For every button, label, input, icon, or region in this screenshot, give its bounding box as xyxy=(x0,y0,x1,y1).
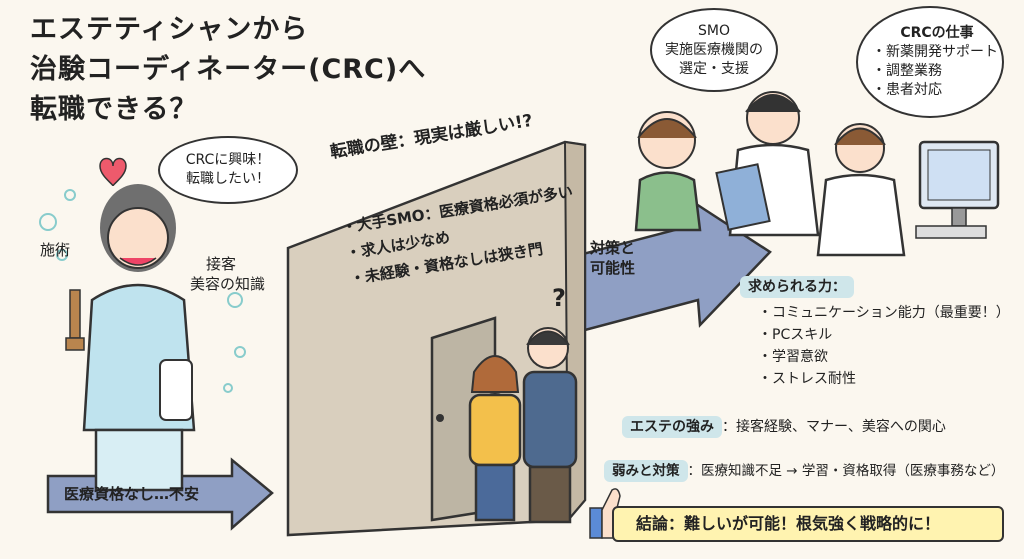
title-line-2: 治験コーディネーター(CRC)へ xyxy=(30,54,427,85)
smo-staff-figures xyxy=(634,91,906,257)
interest-bubble-line-1: CRCに興味！ xyxy=(185,152,271,168)
skill-label-beauty-knowledge: 美容の知識 xyxy=(190,275,266,293)
esthetician-figure xyxy=(65,184,196,492)
strength-text: ：接客経験、マナー、美容への関心 xyxy=(722,419,946,435)
required-skill-4: ・ストレス耐性 xyxy=(758,371,856,387)
smo-bubble-line-2: 選定・支援 xyxy=(679,60,749,77)
conclusion-banner: 結論：難しいが可能！根気強く戦略的に！ xyxy=(612,506,1004,542)
skill-label-treatment: 施術 xyxy=(40,241,71,259)
interest-bubble-line-2: 転職したい！ xyxy=(186,171,270,187)
weakness-text: ：医療知識不足 → 学習・資格取得（医療事務など） xyxy=(687,463,1005,479)
required-skills-title: 求められる力： xyxy=(740,276,854,298)
title-line-1: エステティシャンから xyxy=(30,14,309,45)
couple-figures xyxy=(468,327,578,524)
crc-bubble-item-1: ・新薬開発サポート xyxy=(872,44,998,60)
smo-bubble-line-1: 実施医療機関の xyxy=(665,41,763,58)
crc-speech-bubble: CRCの仕事 ・新薬開発サポート ・調整業務 ・患者対応 xyxy=(856,6,1004,118)
arrow-label: 対策と 可能性 xyxy=(590,238,635,278)
heart-icon xyxy=(99,157,127,187)
anxiety-arrow-label: 医療資格なし…不安 xyxy=(64,485,200,503)
required-skills: 求められる力： ・コミュニケーション能力（最重要！） ・PCスキル ・学習意欲 … xyxy=(740,276,1020,390)
title-line-3: 転職できる？ xyxy=(30,94,198,125)
crc-bubble-item-2: ・調整業務 xyxy=(872,63,942,79)
question-mark: ? xyxy=(552,284,566,312)
page-title: エステティシャンから 治験コーディネーター(CRC)へ 転職できる？ xyxy=(30,10,426,130)
strength-tag: エステの強み xyxy=(622,416,722,438)
weakness-tag: 弱みと対策 xyxy=(604,460,688,482)
strength-row: エステの強み：接客経験、マナー、美容への関心 xyxy=(622,416,946,438)
required-skill-1: ・コミュニケーション能力（最重要！） xyxy=(758,305,1010,321)
required-skill-3: ・学習意欲 xyxy=(758,349,828,365)
interest-speech-bubble: CRCに興味！ 転職したい！ xyxy=(158,136,298,204)
arrow-label-line-2: 可能性 xyxy=(590,259,636,277)
smo-bubble-title: SMO xyxy=(698,22,730,39)
required-skill-2: ・PCスキル xyxy=(758,327,833,343)
arrow-label-line-1: 対策と xyxy=(590,239,636,257)
computer-icon xyxy=(915,140,1000,239)
smo-speech-bubble: SMO 実施医療機関の 選定・支援 xyxy=(650,8,778,92)
weakness-row: 弱みと対策：医療知識不足 → 学習・資格取得（医療事務など） xyxy=(604,460,1004,482)
skill-label-service: 接客 xyxy=(206,255,237,273)
crc-bubble-item-3: ・患者対応 xyxy=(872,82,942,98)
crc-bubble-title: CRCの仕事 xyxy=(900,25,974,41)
